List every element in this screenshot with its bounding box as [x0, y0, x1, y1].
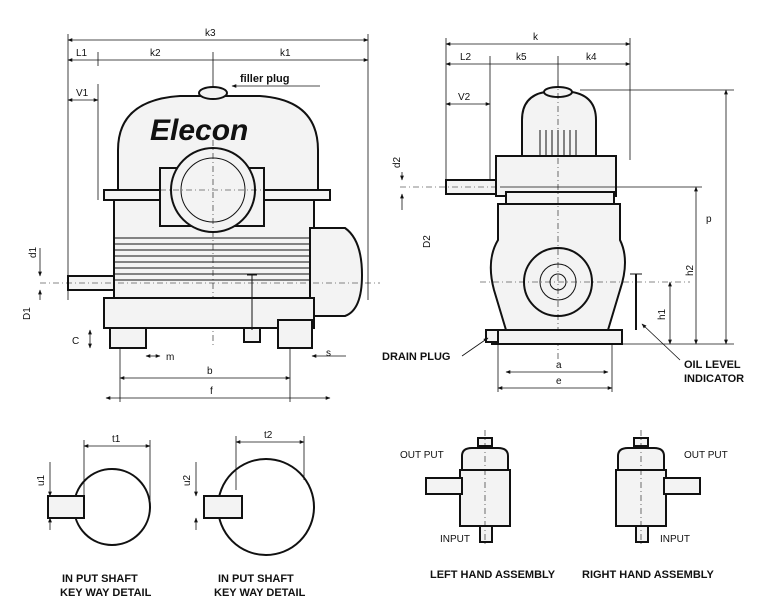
dim-L1: L1	[76, 48, 88, 59]
output-keyway-title-1: IN PUT SHAFT	[218, 573, 294, 585]
dim-t2: t2	[264, 430, 273, 441]
dim-C: C	[72, 336, 79, 347]
dim-k5: k5	[516, 52, 527, 63]
rh-output-label: OUT PUT	[684, 450, 728, 461]
dim-p: p	[706, 214, 712, 225]
brand-logo-text: Elecon	[150, 114, 248, 147]
front-view: k3 L1 k2 k1 V1 filler plug Elecon	[22, 28, 380, 402]
dim-d2: d2	[392, 156, 403, 168]
dim-f: f	[210, 386, 213, 397]
drain-plug-label: DRAIN PLUG	[382, 351, 450, 363]
output-keyway-title-2: KEY WAY DETAIL	[214, 587, 306, 599]
dim-b: b	[207, 366, 213, 377]
dim-m: m	[166, 352, 174, 363]
keyway-detail-output: t2 u2 IN PUT SHAFT KEY WAY DETAIL	[182, 430, 315, 599]
dim-k1: k1	[280, 48, 291, 59]
lh-output-label: OUT PUT	[400, 450, 444, 461]
dim-t1: t1	[112, 434, 121, 445]
oil-level-label-2: INDICATOR	[684, 373, 744, 385]
lh-input-label: INPUT	[440, 534, 470, 545]
rh-caption: RIGHT HAND ASSEMBLY	[582, 569, 714, 581]
dim-h1: h1	[657, 308, 668, 320]
dim-u1: u1	[36, 474, 47, 486]
input-keyway-title-2: KEY WAY DETAIL	[60, 587, 152, 599]
left-hand-assembly: OUT PUT INPUT LEFT HAND ASSEMBLY	[400, 430, 556, 581]
input-keyway-title-1: IN PUT SHAFT	[62, 573, 138, 585]
dim-h2: h2	[685, 264, 696, 276]
lh-caption: LEFT HAND ASSEMBLY	[430, 569, 556, 581]
dim-V2: V2	[458, 92, 471, 103]
cooling-fins	[114, 237, 314, 281]
dim-u2: u2	[182, 474, 193, 486]
dim-a: a	[556, 360, 562, 371]
dim-k3: k3	[205, 28, 216, 39]
filler-plug-label: filler plug	[240, 73, 290, 85]
oil-level-label-1: OIL LEVEL	[684, 359, 741, 371]
dim-k4: k4	[586, 52, 597, 63]
dim-V1: V1	[76, 88, 89, 99]
rh-input-label: INPUT	[660, 534, 690, 545]
dim-e: e	[556, 376, 562, 387]
dim-k: k	[533, 32, 539, 43]
dim-L2: L2	[460, 52, 472, 63]
right-hand-assembly: OUT PUT INPUT RIGHT HAND ASSEMBLY	[582, 430, 728, 581]
dim-D1: D1	[22, 307, 33, 320]
dim-D2: D2	[422, 235, 433, 248]
dim-k2: k2	[150, 48, 161, 59]
dim-d1: d1	[28, 246, 39, 258]
keyway-detail-input: t1 u1 IN PUT SHAFT KEY WAY DETAIL	[36, 434, 152, 599]
side-view: k L2 k5 k4 V2	[382, 32, 744, 392]
dim-s: s	[326, 348, 331, 359]
